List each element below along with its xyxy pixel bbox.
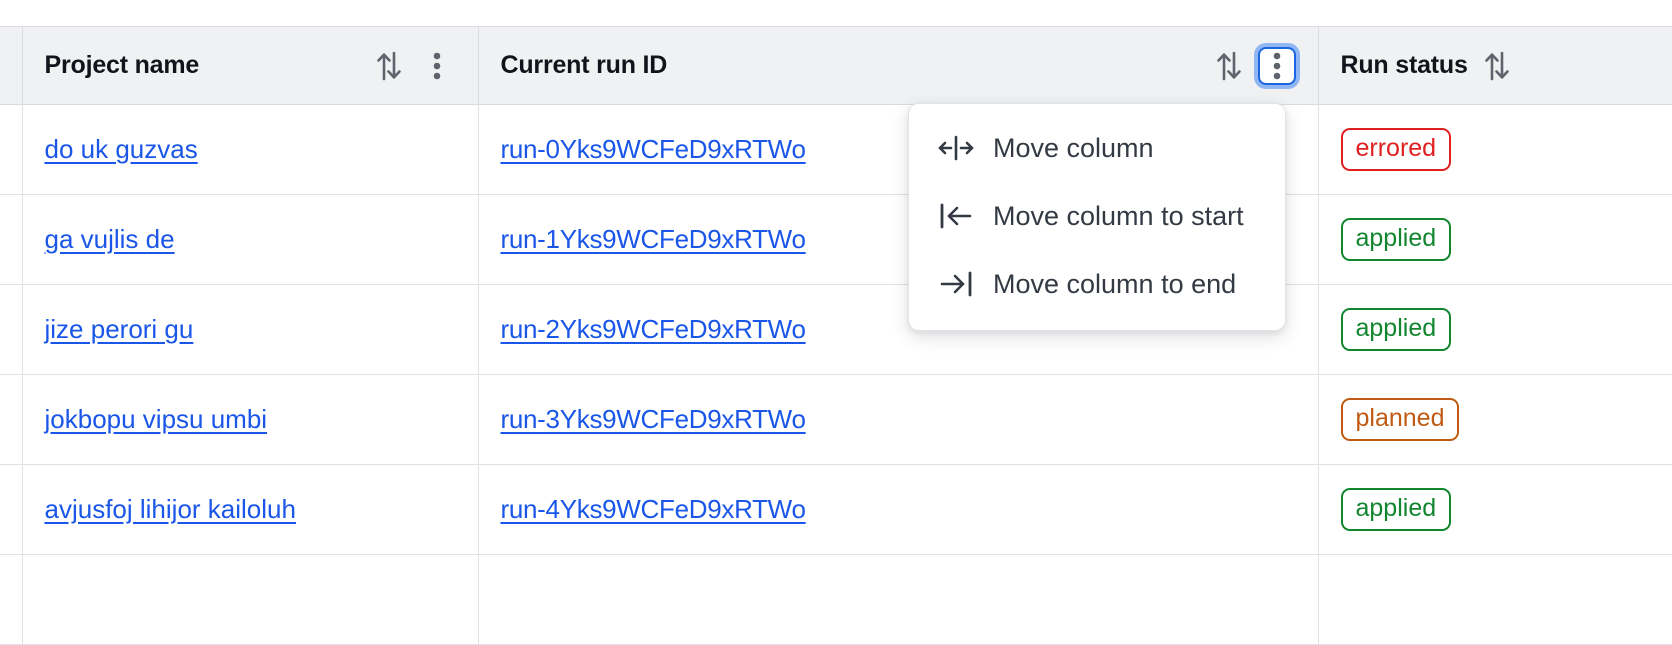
row-select-cell[interactable]: [0, 194, 23, 285]
cell-project-name: jize perori gu: [22, 284, 479, 375]
status-badge: applied: [1340, 488, 1452, 531]
run-id-link[interactable]: run-2Yks9WCFeD9xRTWo: [500, 314, 806, 344]
cell-project-name: [22, 554, 479, 645]
table-row[interactable]: ga vujlis de run-1Yks9WCFeD9xRTWo applie…: [0, 194, 1672, 285]
project-name-link[interactable]: jokbopu vipsu umbi: [44, 404, 268, 434]
status-badge: applied: [1340, 308, 1452, 351]
status-badge: applied: [1340, 218, 1452, 261]
row-select-cell[interactable]: [0, 554, 23, 645]
sort-updown-icon-current-run-id[interactable]: [1210, 47, 1248, 85]
menu-item-move-column[interactable]: Move column: [909, 114, 1285, 182]
move-column-icon: [935, 133, 977, 163]
table-header: Project name: [0, 26, 1672, 105]
table-row[interactable]: jokbopu vipsu umbi run-3Yks9WCFeD9xRTWo …: [0, 374, 1672, 465]
cell-run-status: [1318, 554, 1672, 645]
move-to-end-icon: [935, 269, 977, 299]
row-select-cell[interactable]: [0, 284, 23, 375]
table-row[interactable]: [0, 554, 1672, 645]
kebab-menu-icon-current-run-id[interactable]: [1257, 46, 1296, 85]
projects-table: Project name: [0, 26, 1672, 645]
kebab-menu-icon-project-name[interactable]: [418, 47, 456, 85]
table-screen: Project name: [0, 26, 1672, 645]
cell-project-name: jokbopu vipsu umbi: [22, 374, 479, 465]
column-header-run-status: Run status: [1318, 26, 1672, 105]
cell-current-run-id: [478, 554, 1319, 645]
projects-table-container: Project name: [0, 26, 1672, 645]
project-name-link[interactable]: ga vujlis de: [44, 224, 175, 254]
column-options-menu: Move column Move column to start Mov: [908, 103, 1286, 331]
menu-item-move-column-to-end-label: Move column to end: [993, 268, 1237, 299]
project-name-link[interactable]: jize perori gu: [44, 314, 194, 344]
status-badge: errored: [1340, 128, 1452, 171]
project-name-link[interactable]: avjusfoj lihijor kailoluh: [44, 494, 296, 524]
cell-current-run-id: run-4Yks9WCFeD9xRTWo: [478, 464, 1319, 555]
column-header-select: [0, 26, 23, 105]
column-header-project-name-label: Project name: [44, 51, 200, 79]
menu-item-move-column-to-start[interactable]: Move column to start: [909, 182, 1285, 250]
table-row[interactable]: jize perori gu run-2Yks9WCFeD9xRTWo appl…: [0, 284, 1672, 375]
run-id-link[interactable]: run-4Yks9WCFeD9xRTWo: [500, 494, 806, 524]
run-id-link[interactable]: run-3Yks9WCFeD9xRTWo: [500, 404, 806, 434]
table-header-row: Project name: [0, 26, 1672, 105]
cell-project-name: avjusfoj lihijor kailoluh: [22, 464, 479, 555]
menu-item-move-column-to-end[interactable]: Move column to end: [909, 250, 1285, 318]
run-id-link[interactable]: run-1Yks9WCFeD9xRTWo: [500, 224, 806, 254]
row-select-cell[interactable]: [0, 464, 23, 555]
menu-item-move-column-label: Move column: [993, 132, 1154, 163]
cell-project-name: ga vujlis de: [22, 194, 479, 285]
table-row[interactable]: avjusfoj lihijor kailoluh run-4Yks9WCFeD…: [0, 464, 1672, 555]
sort-updown-icon-project-name[interactable]: [370, 47, 408, 85]
menu-item-move-column-to-start-label: Move column to start: [993, 200, 1244, 231]
run-id-link[interactable]: run-0Yks9WCFeD9xRTWo: [500, 134, 806, 164]
column-header-project-name: Project name: [22, 26, 479, 105]
column-header-run-status-label: Run status: [1340, 51, 1468, 79]
table-row[interactable]: do uk guzvas run-0Yks9WCFeD9xRTWo errore…: [0, 104, 1672, 195]
column-header-current-run-id: Current run ID: [478, 26, 1319, 105]
sort-updown-icon-run-status[interactable]: [1478, 47, 1516, 85]
cell-current-run-id: run-3Yks9WCFeD9xRTWo: [478, 374, 1319, 465]
row-select-cell[interactable]: [0, 374, 23, 465]
cell-run-status: errored: [1318, 104, 1672, 195]
column-header-current-run-id-label: Current run ID: [500, 51, 668, 79]
cell-run-status: planned: [1318, 374, 1672, 465]
table-body: do uk guzvas run-0Yks9WCFeD9xRTWo errore…: [0, 104, 1672, 645]
cell-run-status: applied: [1318, 464, 1672, 555]
cell-run-status: applied: [1318, 284, 1672, 375]
project-name-link[interactable]: do uk guzvas: [44, 134, 198, 164]
move-to-start-icon: [935, 201, 977, 231]
status-badge: planned: [1340, 398, 1460, 441]
cell-project-name: do uk guzvas: [22, 104, 479, 195]
row-select-cell[interactable]: [0, 104, 23, 195]
cell-run-status: applied: [1318, 194, 1672, 285]
